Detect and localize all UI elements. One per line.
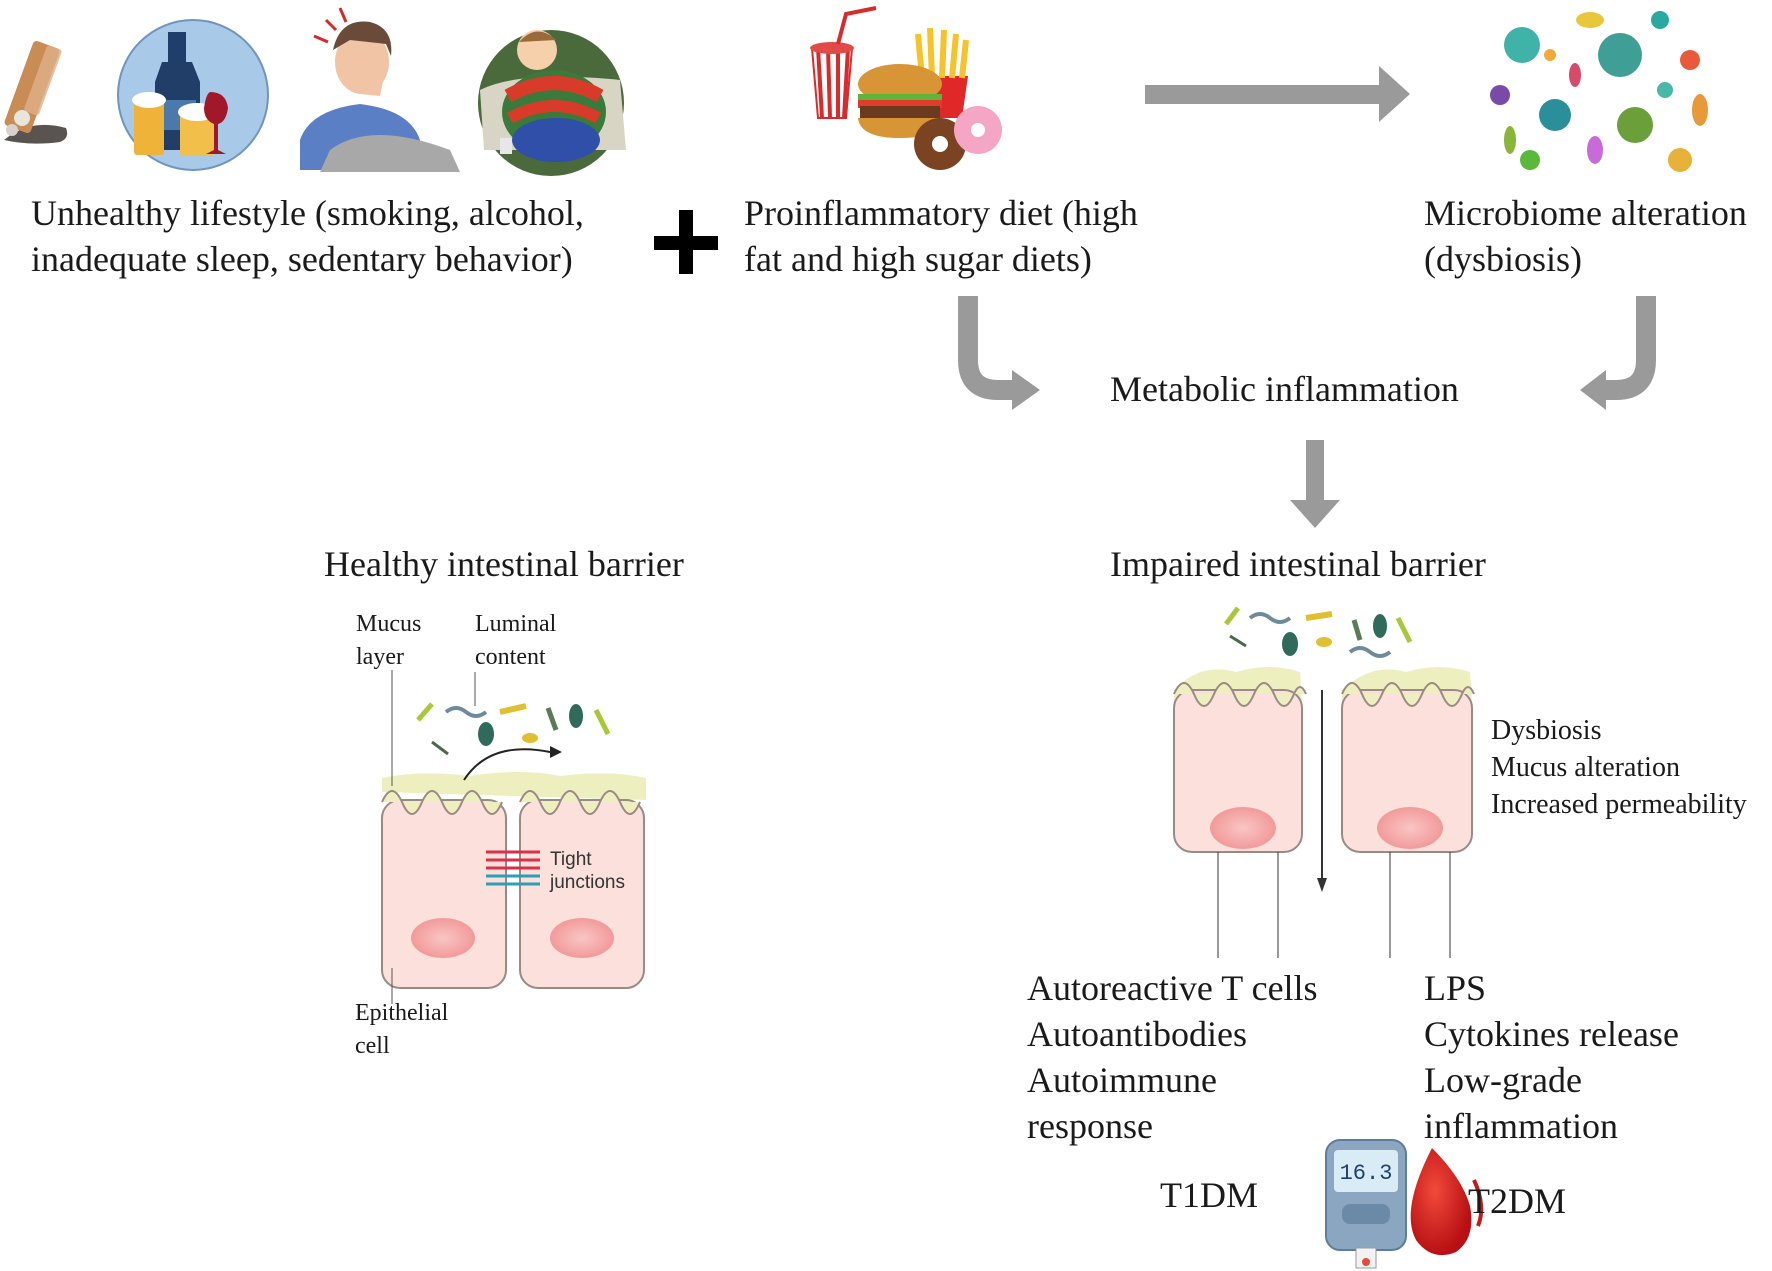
luminal-content-label: Luminal content xyxy=(475,611,557,670)
arrow-microbiome-head xyxy=(1580,370,1606,410)
arrow-inflammation-to-impaired xyxy=(1290,440,1340,528)
impaired-effects-list: Dysbiosis Mucus alteration Increased per… xyxy=(1491,715,1747,820)
plus-symbol xyxy=(654,210,718,274)
lifestyle-label: Unhealthy lifestyle (smoking, alcohol, i… xyxy=(31,193,584,279)
tight-junctions-label: Tight junctions xyxy=(550,849,625,893)
arrow-diet-to-inflammation xyxy=(958,296,1012,400)
mucus-layer-label: Mucus layer xyxy=(356,611,422,670)
t1dm-label: T1DM xyxy=(1160,1175,1258,1215)
t2dm-mechanisms-list: LPS Cytokines release Low-grade inflamma… xyxy=(1424,968,1679,1146)
glucometer-icon: 16.3 xyxy=(1325,1139,1484,1269)
healthy-barrier-title: Healthy intestinal barrier xyxy=(324,544,684,584)
metabolic-inflammation-label: Metabolic inflammation xyxy=(1110,369,1459,409)
cigarette-icon xyxy=(4,41,68,144)
healthy-barrier-illustration xyxy=(381,670,646,1004)
tired-person-icon xyxy=(300,7,460,172)
epithelial-cell-label: Epithelial cell xyxy=(355,1000,449,1059)
t1dm-mechanisms-list: Autoreactive T cells Autoantibodies Auto… xyxy=(1027,968,1318,1146)
impaired-barrier-title: Impaired intestinal barrier xyxy=(1110,544,1486,584)
alcohol-icon xyxy=(117,19,269,171)
sedentary-person-icon xyxy=(478,30,626,176)
microbes-icon xyxy=(1490,11,1708,172)
diet-label: Proinflammatory diet (high fat and high … xyxy=(744,193,1138,279)
fast-food-icon xyxy=(810,6,1002,170)
arrow-microbiome-to-inflammation xyxy=(1606,296,1656,400)
microbiome-label: Microbiome alteration (dysbiosis) xyxy=(1424,193,1747,279)
arrow-diet-to-microbiome xyxy=(1145,66,1410,122)
t2dm-label: T2DM xyxy=(1468,1181,1566,1221)
impaired-barrier-illustration xyxy=(1173,606,1475,958)
meter-reading: 16.3 xyxy=(1340,1161,1393,1186)
arrow-diet-head xyxy=(1012,370,1040,410)
